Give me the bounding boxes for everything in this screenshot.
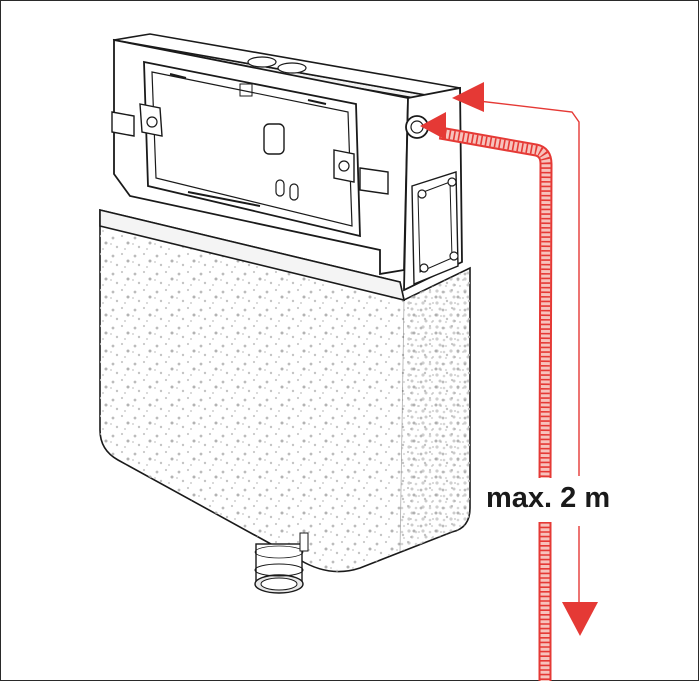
outlet-pipe <box>254 532 309 594</box>
dimension-arrow-up-icon <box>452 82 484 112</box>
cistern-frame <box>99 33 463 302</box>
tank-body <box>99 208 471 573</box>
inlet-arrow <box>420 112 446 140</box>
dimension-arrow-down-icon <box>562 602 598 636</box>
flexible-hose <box>438 126 553 681</box>
dimension-arrow <box>452 82 598 636</box>
dimension-label: max. 2 m <box>482 478 615 519</box>
